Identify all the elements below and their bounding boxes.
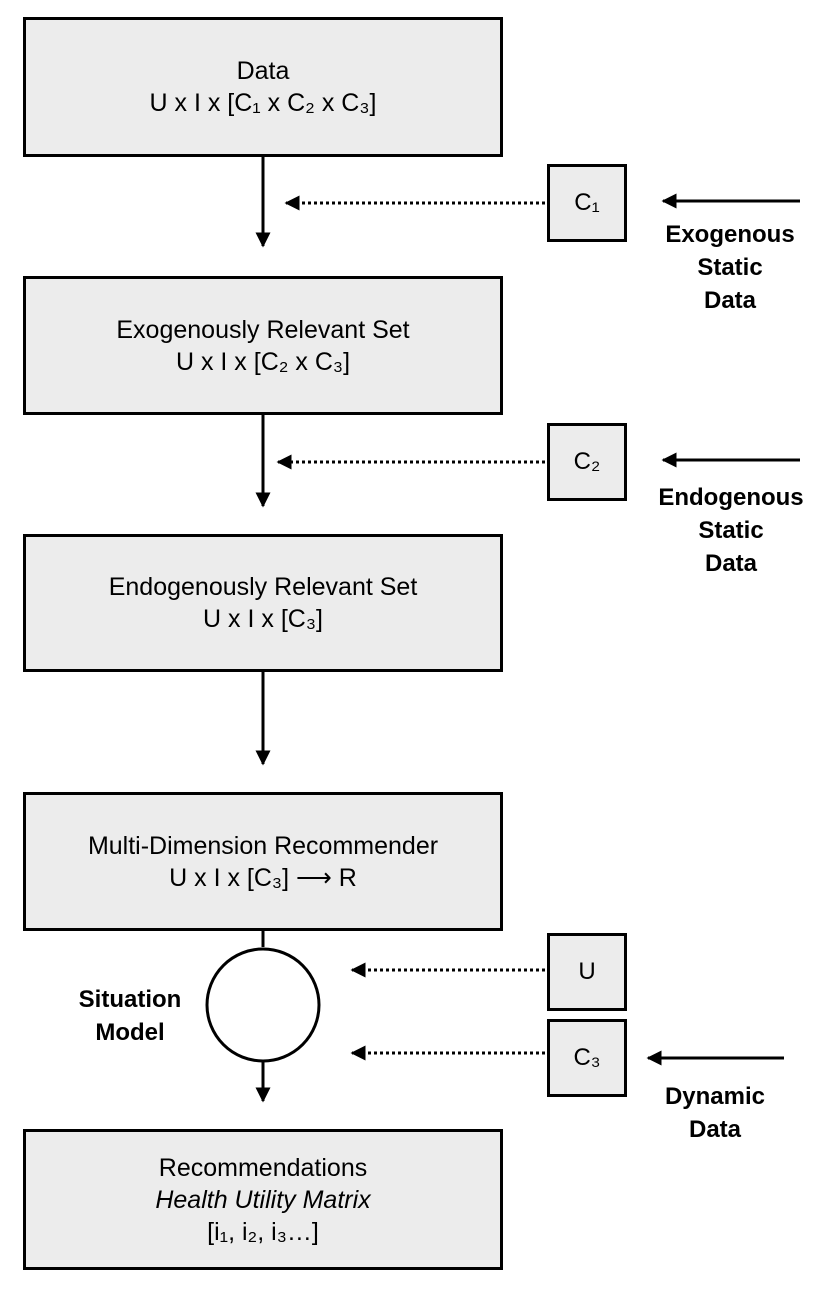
recommender-formula: U x I x [C₃] ⟶ R: [169, 863, 357, 892]
context-c1-label: C₁: [574, 189, 600, 216]
endogenous-set-formula: U x I x [C₃]: [203, 605, 323, 633]
recommendations-formula: [i₁, i₂, i₃…]: [207, 1217, 319, 1246]
data-box-formula: U x I x [C₁ x C₂ x C₃]: [149, 89, 377, 117]
situation-model-circle: [205, 947, 321, 1063]
recommender-title: Multi-Dimension Recommender: [87, 831, 439, 860]
endogenous-set-title: Endogenously Relevant Set: [108, 573, 418, 601]
endogenous-set-box: Endogenously Relevant Set U x I x [C₃]: [23, 534, 503, 672]
exogenous-set-box: Exogenously Relevant Set U x I x [C₂ x C…: [23, 276, 503, 415]
exogenous-set-title: Exogenously Relevant Set: [116, 315, 410, 344]
recommendations-title: Recommendations: [158, 1153, 368, 1182]
recommendations-subtitle: Health Utility Matrix: [155, 1185, 371, 1214]
data-box: Data U x I x [C₁ x C₂ x C₃]: [23, 17, 503, 157]
dynamic-data-label: Dynamic Data: [664, 1083, 766, 1143]
endogenous-static-data-label: Endogenous Static Data: [658, 484, 804, 577]
exogenous-static-data-label: Exogenous Static Data: [665, 221, 795, 314]
context-box-c2: C₂: [547, 423, 627, 501]
context-c3-label: C₃: [573, 1044, 601, 1071]
exogenous-set-formula: U x I x [C₂ x C₃]: [175, 347, 351, 376]
context-box-u: U: [547, 933, 627, 1011]
situation-model-label: Situation Model: [78, 986, 182, 1046]
context-box-c1: C₁: [547, 164, 627, 242]
context-c2-label: C₂: [573, 448, 601, 475]
recommender-box: Multi-Dimension Recommender U x I x [C₃]…: [23, 792, 503, 931]
recommendations-box: Recommendations Health Utility Matrix [i…: [23, 1129, 503, 1270]
context-box-c3: C₃: [547, 1019, 627, 1097]
context-u-label: U: [578, 958, 596, 985]
data-box-title: Data: [236, 57, 290, 85]
